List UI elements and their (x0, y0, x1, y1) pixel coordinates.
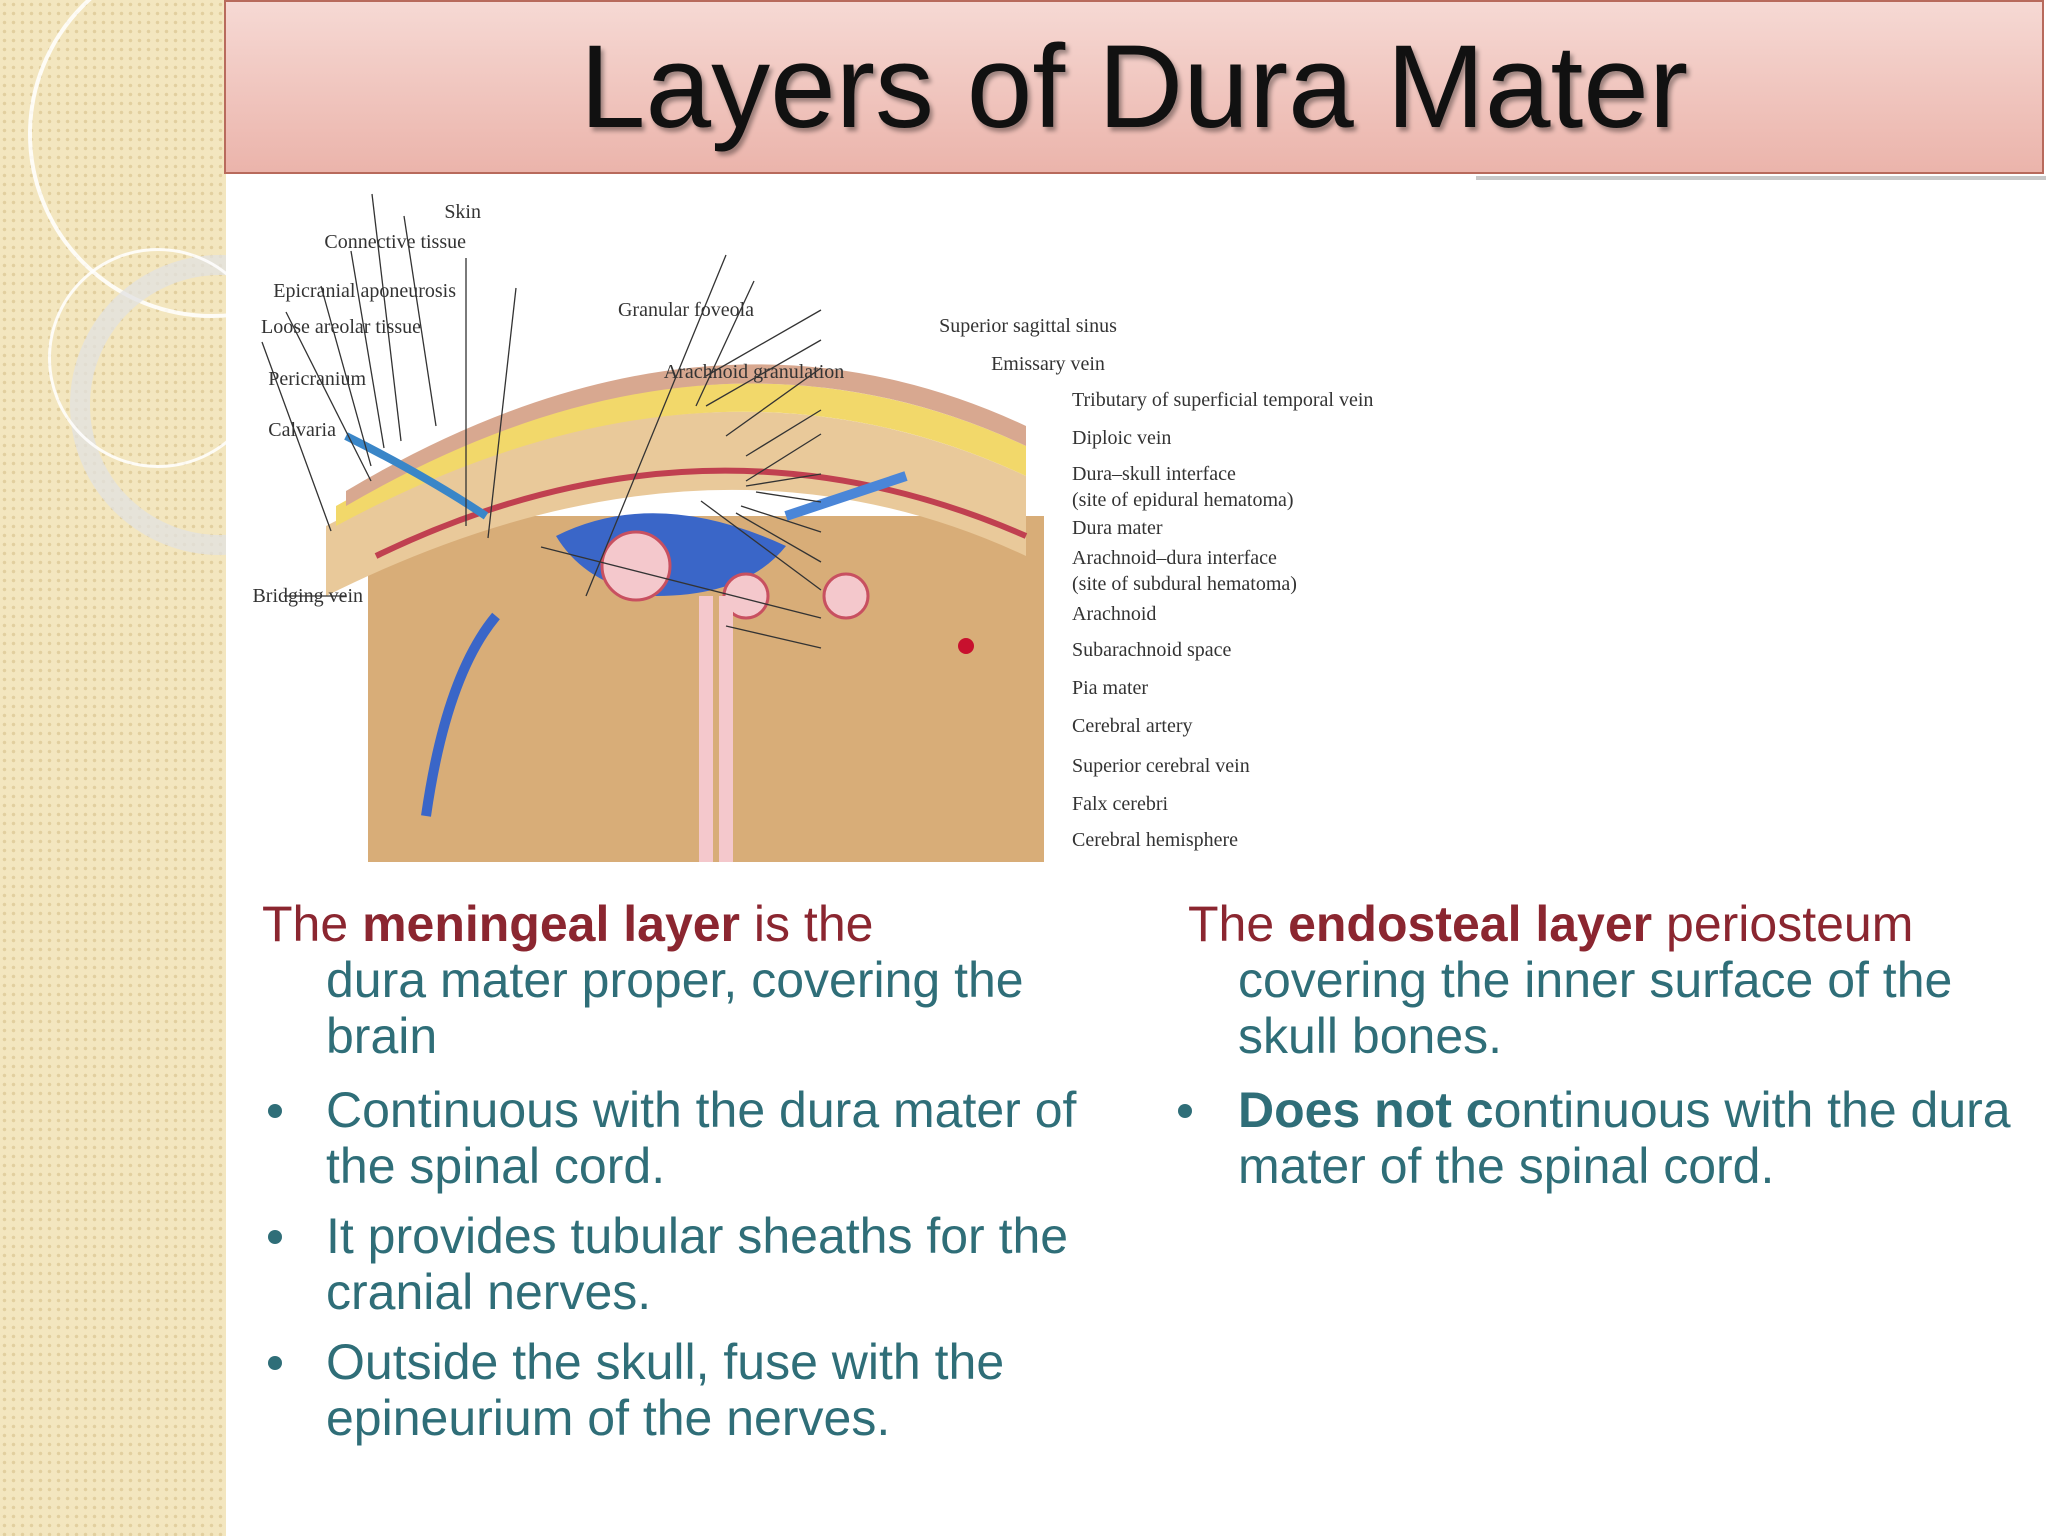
dura-layer (374, 467, 1028, 559)
label-superior-sagittal-sinus: Superior sagittal sinus (939, 315, 1117, 337)
label-arachnoid-dura-interface: Arachnoid–dura interface (1072, 547, 1277, 569)
label-loose-areolar-tissue: Loose areolar tissue (261, 316, 421, 338)
endosteal-term: endosteal layer (1288, 896, 1653, 952)
lead-rest: covering the inner surface of the skull … (1238, 952, 1953, 1064)
label-emissary-vein: Emissary vein (991, 353, 1105, 375)
arachnoid-granulation (600, 530, 672, 602)
anatomy-diagram: Skin Connective tissue Epicranial aponeu… (252, 193, 1373, 862)
bullet-text: ontinuous with the dura mater of the spi… (1238, 1082, 2011, 1194)
emissary-vein (784, 471, 908, 521)
label-superior-cerebral-vein: Superior cerebral vein (1072, 755, 1250, 777)
bullet-dot (268, 1230, 282, 1244)
arachnoid-granulation (822, 572, 870, 620)
meningeal-term: meningeal layer (362, 896, 741, 952)
bullet-dot (268, 1104, 282, 1118)
list-item: It provides tubular sheaths for the cran… (262, 1208, 1122, 1320)
slide-title: Layers of Dura Mater (579, 21, 1689, 153)
title-bar: Layers of Dura Mater (224, 0, 2044, 174)
label-epidural-site: (site of epidural hematoma) (1072, 489, 1294, 511)
label-pia-mater: Pia mater (1072, 677, 1148, 699)
label-skin: Skin (444, 201, 481, 223)
label-arachnoid: Arachnoid (1072, 603, 1156, 625)
lead-prefix: The (262, 896, 363, 952)
label-cerebral-artery: Cerebral artery (1072, 715, 1192, 737)
calvaria-layer (326, 411, 1026, 596)
scalp-layer (336, 383, 1026, 526)
label-granular-foveola: Granular foveola (618, 299, 754, 321)
meningeal-layer-column: The meningeal layer is the dura mater pr… (262, 896, 1122, 1460)
endosteal-bullets: Does not continuous with the dura mater … (1178, 1082, 2028, 1194)
label-bridging-vein: Bridging vein (252, 585, 363, 607)
bullet-text: Outside the skull, fuse with the epineur… (326, 1334, 1005, 1446)
lead-mid: periosteum (1652, 896, 1914, 952)
falx-cerebri (699, 596, 733, 862)
list-item: Does not continuous with the dura mater … (1178, 1082, 2028, 1194)
lead-prefix: The (1188, 896, 1289, 952)
label-dura-skull-interface: Dura–skull interface (1072, 463, 1236, 485)
bridging-vein (421, 612, 500, 817)
bullet-dot (1178, 1104, 1192, 1118)
label-epicranial-aponeurosis: Epicranial aponeurosis (273, 280, 456, 302)
meningeal-lead: The meningeal layer is the dura mater pr… (262, 896, 1122, 1064)
label-connective-tissue: Connective tissue (324, 231, 466, 253)
label-cerebral-hemisphere: Cerebral hemisphere (1072, 829, 1238, 851)
diploic-vein (344, 432, 489, 520)
skin-layer (346, 364, 1026, 506)
label-arachnoid-granulation: Arachnoid granulation (664, 361, 845, 383)
lead-rest: dura mater proper, covering the brain (326, 952, 1024, 1064)
list-item: Continuous with the dura mater of the sp… (262, 1082, 1122, 1194)
bullet-text: It provides tubular sheaths for the cran… (326, 1208, 1069, 1320)
bullet-text: Continuous with the dura mater of the sp… (326, 1082, 1077, 1194)
label-diploic-vein: Diploic vein (1072, 427, 1171, 449)
bullet-bold-text: Does not c (1238, 1082, 1494, 1138)
label-subdural-site: (site of subdural hematoma) (1072, 573, 1297, 595)
label-subarachnoid-space: Subarachnoid space (1072, 639, 1232, 661)
endosteal-lead: The endosteal layer periosteum covering … (1188, 896, 2028, 1064)
lead-mid: is the (740, 896, 874, 952)
meningeal-bullets: Continuous with the dura mater of the sp… (262, 1082, 1122, 1446)
title-underline (1470, 176, 2046, 180)
label-tributary-temporal-vein: Tributary of superficial temporal vein (1072, 389, 1373, 411)
leader-lines (261, 193, 822, 649)
list-item: Outside the skull, fuse with the epineur… (262, 1334, 1122, 1446)
label-pericranium: Pericranium (268, 368, 366, 390)
label-falx-cerebri: Falx cerebri (1072, 793, 1169, 815)
dura-mater-illustration: Skin Connective tissue Epicranial aponeu… (226, 176, 1476, 866)
cerebral-artery (958, 638, 974, 654)
label-dura-mater: Dura mater (1072, 517, 1163, 539)
endosteal-layer-column: The endosteal layer periosteum covering … (1178, 896, 2028, 1208)
bullet-dot (268, 1356, 282, 1370)
label-calvaria: Calvaria (268, 419, 336, 441)
